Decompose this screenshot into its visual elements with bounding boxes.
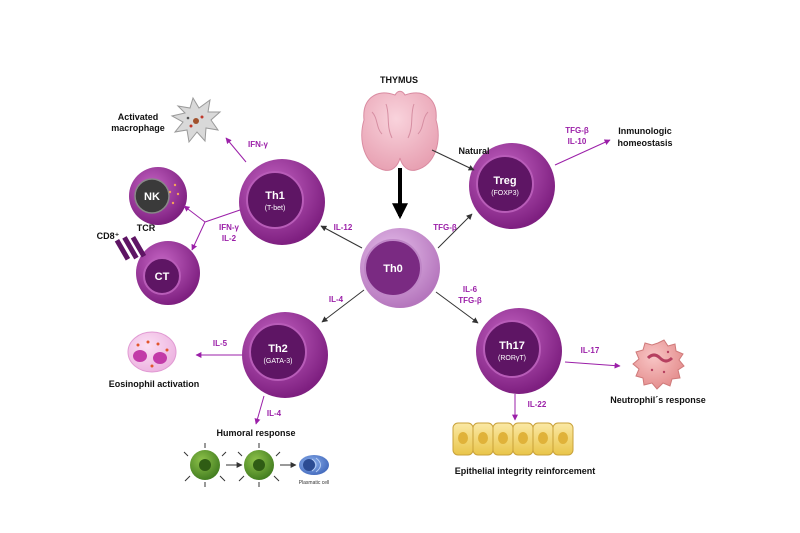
plasmatic-cell	[299, 455, 329, 475]
th17-cell: Th17 (RORγT)	[476, 308, 562, 394]
ifn-ct-label: IFN-γ	[219, 223, 240, 232]
th17-to-neutrophil-arrow	[564, 361, 621, 369]
th2-tf-label: (GATA-3)	[264, 358, 293, 365]
b-cell-1	[183, 443, 227, 487]
treg-tf-label: (FOXP3)	[491, 190, 519, 197]
natural-arrow	[431, 149, 475, 171]
th2-label: Th2	[268, 343, 288, 355]
il2-label: IL-2	[222, 234, 237, 243]
neutrophil-cell	[632, 339, 685, 390]
th1-to-nk-arrow	[183, 205, 206, 223]
il6-label: IL-6	[463, 285, 478, 294]
treg-cell: Treg (FOXP3)	[469, 143, 555, 229]
treg-to-homeostasis-arrow	[554, 139, 611, 166]
il22-label: IL-22	[528, 400, 547, 409]
thymus-label: THYMUS	[380, 75, 418, 85]
il5-label: IL-5	[213, 339, 228, 348]
tcr-label: TCR	[137, 223, 156, 233]
b-cell-2	[237, 443, 281, 487]
il4-th2-label: IL-4	[329, 295, 344, 304]
natural-label: Natural	[458, 146, 489, 156]
cytotoxic-t-cell: CT	[114, 235, 200, 305]
th1-label: Th1	[265, 190, 285, 202]
th1-tf-label: (T-bet)	[265, 205, 286, 212]
il10-label: IL-10	[568, 137, 587, 146]
tgf-treg-label: TFG-β	[433, 223, 457, 232]
th0-to-th1-arrow	[320, 225, 363, 249]
humoral-label: Humoral response	[216, 428, 295, 438]
th0-to-th17-arrow	[435, 291, 479, 324]
homeostasis-label-line1: Inmunologic	[618, 126, 672, 136]
th1-fork-stem	[204, 209, 241, 223]
tgf-th17-label: TFG-β	[458, 296, 482, 305]
th17-tf-label: (RORγT)	[498, 355, 526, 362]
macrophage-label-line1: Activated	[118, 112, 159, 122]
il4-humoral-label: IL-4	[267, 409, 282, 418]
ct-label: CT	[155, 271, 170, 283]
eosinophil-cell	[127, 331, 177, 373]
il17-label: IL-17	[581, 346, 600, 355]
tgf-homeo-label: TFG-β	[565, 126, 589, 135]
macrophage-label-line2: macrophage	[111, 123, 165, 133]
epithelial-label: Epithelial integrity reinforcement	[455, 466, 596, 476]
plasmatic-label: Plasmatic cell	[299, 480, 330, 486]
ifn-macro-label: IFN-γ	[248, 140, 269, 149]
th0-cell: Th0	[360, 228, 440, 308]
homeostasis-label-line2: homeostasis	[617, 138, 672, 148]
neutrophil-label: Neutrophil´s response	[610, 395, 706, 405]
th17-label: Th17	[499, 340, 525, 352]
nk-cell: NK	[129, 167, 187, 225]
il12-label: IL-12	[334, 223, 353, 232]
th2-to-humoral-arrow	[254, 395, 265, 425]
th1-to-macrophage-arrow	[225, 137, 247, 163]
macrophage-cell	[170, 96, 222, 144]
th0-to-th2-arrow	[321, 289, 365, 323]
th1-cell: Th1 (T-bet)	[239, 159, 325, 245]
th2-cell: Th2 (GATA-3)	[242, 312, 328, 398]
cd8-label: CD8⁺	[97, 231, 120, 241]
epithelial-layer	[452, 422, 574, 456]
thymus-organ: THYMUS	[361, 75, 439, 171]
th0-to-treg-arrow	[437, 213, 473, 249]
eosinophil-label: Eosinophil activation	[109, 379, 200, 389]
th1-to-ct-arrow	[191, 221, 206, 251]
nk-label: NK	[144, 191, 160, 203]
th0-label: Th0	[383, 263, 403, 275]
treg-label: Treg	[493, 175, 516, 187]
